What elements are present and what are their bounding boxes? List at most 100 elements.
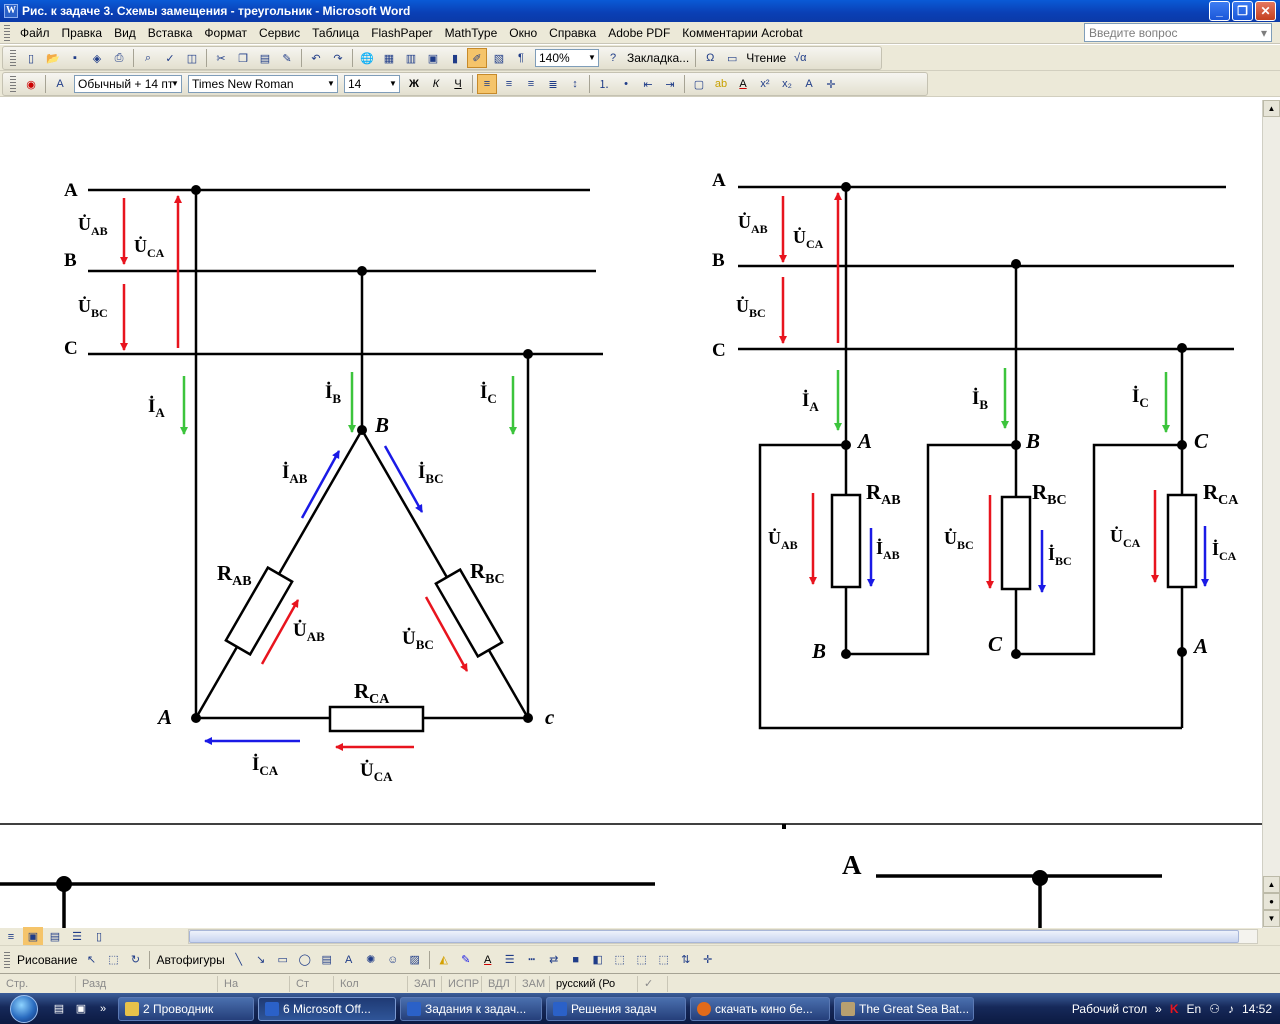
show-desktop-icon[interactable]: ▤: [53, 1003, 65, 1015]
toolbar-grip[interactable]: [4, 951, 10, 968]
taskbar-word[interactable]: 6 Microsoft Off...: [258, 996, 396, 1021]
select-objects-icon[interactable]: ↖: [86, 954, 97, 966]
picture-icon[interactable]: ▨: [409, 954, 420, 966]
print-preview-icon[interactable]: ⌕: [144, 51, 152, 64]
taskbar-explorer[interactable]: 2 Проводник: [118, 996, 254, 1021]
scroll-up-arrow[interactable]: ▲: [1263, 876, 1280, 893]
diagram-icon[interactable]: ✺: [366, 954, 376, 966]
toolbar-grip[interactable]: [4, 24, 10, 41]
toolbar-grip[interactable]: [10, 50, 16, 66]
align-icon[interactable]: ⬚: [614, 954, 625, 966]
tables-borders-icon[interactable]: ▦: [383, 52, 395, 65]
normal-view-icon[interactable]: ≡: [7, 930, 15, 943]
textbox-tool-icon[interactable]: ▤: [321, 954, 332, 966]
save-icon[interactable]: ▪: [73, 52, 77, 64]
print-layout-icon[interactable]: ▤: [49, 931, 61, 943]
reading-layout-icon[interactable]: ▯: [95, 931, 103, 943]
menu-format[interactable]: Формат: [204, 25, 248, 40]
restore-button[interactable]: ❐: [1232, 1, 1253, 21]
reading-mode-button[interactable]: Чтение: [746, 51, 787, 65]
undo-icon[interactable]: ↶: [311, 52, 321, 65]
help-icon[interactable]: ?: [609, 52, 617, 64]
equation-icon[interactable]: √α: [794, 52, 807, 64]
hyperlink-icon[interactable]: 🌐: [360, 52, 374, 65]
align-center-icon[interactable]: ≡: [505, 78, 513, 90]
rotate-icon[interactable]: ↻: [130, 954, 141, 966]
status-ext[interactable]: ВДЛ: [482, 975, 516, 992]
document-map-icon[interactable]: ▧: [493, 52, 505, 65]
oval-tool-icon[interactable]: ◯: [298, 954, 311, 966]
group-icon[interactable]: ⬚: [108, 954, 119, 966]
scroll-thumb[interactable]: [189, 930, 1239, 943]
align-left-icon[interactable]: ≡: [477, 74, 497, 94]
line-color-icon[interactable]: ✎: [461, 954, 471, 966]
menu-edit[interactable]: Правка: [61, 25, 103, 40]
excel-sheet-icon[interactable]: ▣: [427, 52, 439, 65]
highlight-icon[interactable]: ab: [714, 78, 728, 90]
redo-icon[interactable]: ↷: [333, 52, 343, 65]
desktop-toolbar-label[interactable]: Рабочий стол: [1071, 1001, 1148, 1016]
menu-acrobat-comments[interactable]: Комментарии Acrobat: [682, 25, 803, 40]
vertical-scrollbar[interactable]: ▲ ▲ ● ▼: [1262, 100, 1280, 928]
show-formatting-icon[interactable]: ¶: [518, 52, 524, 64]
underline-icon[interactable]: Ч: [454, 78, 462, 90]
toolbar-grip[interactable]: [10, 76, 16, 92]
menu-file[interactable]: Файл: [20, 25, 50, 40]
format-painter-icon[interactable]: ✎: [282, 52, 292, 65]
status-language[interactable]: русский (Ро: [550, 975, 638, 992]
italic-icon[interactable]: К: [432, 78, 440, 90]
fill-color-icon[interactable]: ◭: [439, 954, 448, 966]
clipart-icon[interactable]: ☺: [387, 953, 399, 966]
line-tool-icon[interactable]: ╲: [235, 954, 243, 966]
copy-icon[interactable]: ❐: [238, 52, 248, 65]
volume-icon[interactable]: ♪: [1227, 1001, 1234, 1016]
chevron-down-icon[interactable]: ▼: [327, 79, 335, 88]
font-size-select[interactable]: 14 ▼: [344, 75, 400, 93]
minimize-button[interactable]: _: [1209, 1, 1230, 21]
chevron-down-icon[interactable]: ▼: [588, 53, 596, 62]
quick-launch-chevron-icon[interactable]: »: [99, 1002, 107, 1015]
borders-icon[interactable]: ▢: [693, 78, 705, 91]
select-browse-object[interactable]: ●: [1263, 893, 1280, 910]
status-ovr[interactable]: ЗАМ: [516, 975, 550, 992]
font-color-icon[interactable]: A: [739, 78, 747, 90]
crosshair-icon[interactable]: ✛: [826, 78, 836, 91]
menu-tools[interactable]: Сервис: [259, 25, 301, 40]
superscript-icon[interactable]: x²: [760, 78, 770, 90]
new-document-icon[interactable]: ▯: [27, 52, 35, 65]
dash-style-icon[interactable]: ┅: [528, 954, 536, 966]
menu-help[interactable]: Справка: [549, 25, 597, 40]
style-select[interactable]: Обычный + 14 пт ▼: [74, 75, 182, 93]
bookmark-button[interactable]: Закладка...: [627, 51, 690, 65]
decrease-indent-icon[interactable]: ⇤: [643, 78, 653, 91]
arrow-style-icon[interactable]: ⇄: [549, 954, 559, 966]
menu-flashpaper[interactable]: FlashPaper: [371, 25, 433, 40]
omega-symbol-icon[interactable]: Ω: [706, 52, 715, 64]
taskbar-tasks-doc[interactable]: Задания к задач...: [400, 996, 542, 1021]
arrow-tool-icon[interactable]: ↘: [256, 954, 266, 966]
quick-launch-icon[interactable]: ▣: [75, 1003, 87, 1015]
font-color-icon[interactable]: A: [484, 953, 492, 966]
numbering-icon[interactable]: ⒈: [598, 79, 610, 91]
rectangle-tool-icon[interactable]: ▭: [277, 954, 288, 966]
menu-mathtype[interactable]: MathType: [444, 25, 498, 40]
font-select[interactable]: Times New Roman ▼: [188, 75, 338, 93]
scroll-down-arrow[interactable]: ▼: [1263, 910, 1280, 927]
menu-table[interactable]: Таблица: [312, 25, 360, 40]
align-right-icon[interactable]: ≡: [527, 78, 535, 90]
antivirus-icon[interactable]: K: [1169, 1001, 1179, 1016]
language-indicator[interactable]: En: [1186, 1001, 1202, 1016]
menu-view[interactable]: Вид: [114, 25, 136, 40]
line-style-icon[interactable]: ☰: [504, 954, 515, 966]
scroll-up-arrow[interactable]: ▲: [1263, 100, 1280, 117]
open-folder-icon[interactable]: 📂: [46, 52, 60, 65]
outline-view-icon[interactable]: ☰: [72, 931, 82, 943]
drawing-menu-button[interactable]: Рисование: [17, 952, 78, 967]
taskbar-game[interactable]: The Great Sea Bat...: [834, 996, 974, 1021]
flip-icon[interactable]: ⇅: [681, 954, 691, 966]
drawing-icon[interactable]: ✐: [467, 48, 487, 68]
taskbar-solutions-doc[interactable]: Решения задач: [546, 996, 686, 1021]
bullets-icon[interactable]: •: [624, 78, 628, 90]
cut-icon[interactable]: ✂: [216, 52, 226, 65]
3d-style-icon[interactable]: ◧: [592, 954, 603, 966]
